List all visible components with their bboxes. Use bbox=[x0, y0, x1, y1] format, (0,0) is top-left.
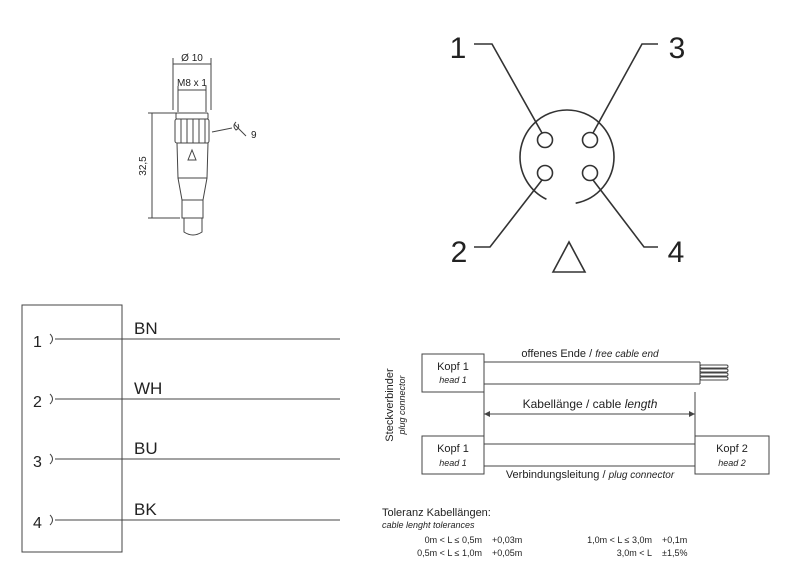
head1-en-label: head 1 bbox=[439, 458, 467, 468]
head1-en-label: head 1 bbox=[439, 375, 467, 385]
pinout-label-3: 3 bbox=[669, 32, 686, 65]
wire-pin-label: 3 bbox=[33, 454, 42, 471]
wire-color-label: BN bbox=[134, 319, 158, 338]
free-wire-ends bbox=[699, 364, 729, 381]
head1-de-label: Kopf 1 bbox=[437, 361, 469, 373]
wrench-leader bbox=[211, 127, 233, 133]
wire-pin-label: 4 bbox=[33, 515, 42, 532]
free-end-label: offenes Ende / free cable end bbox=[521, 348, 659, 360]
head1-de-label: Kopf 1 bbox=[437, 443, 469, 455]
wrench-size-label: 9 bbox=[251, 130, 257, 141]
wire-row-3: 3 BU bbox=[33, 439, 340, 471]
tolerance-value: +0,05m bbox=[492, 548, 522, 558]
dim-thread-label: M8 x 1 bbox=[177, 78, 207, 89]
wrench-icon bbox=[233, 121, 247, 137]
coding-triangle-icon bbox=[551, 240, 587, 273]
wire-color-label: WH bbox=[134, 379, 162, 398]
wire-row-1: 1 BN bbox=[33, 319, 340, 351]
connector-side-view: Ø 10 M8 x 1 32,5 9 bbox=[138, 53, 257, 236]
pinout-label-1: 1 bbox=[450, 32, 467, 65]
pinout-label-2: 2 bbox=[451, 236, 468, 269]
head2-en-label: head 2 bbox=[718, 458, 746, 468]
pinout-label-4: 4 bbox=[668, 236, 685, 269]
head2-box bbox=[694, 435, 770, 475]
wire-row-4: 4 BK bbox=[33, 500, 340, 532]
wiring-box bbox=[21, 304, 123, 553]
plug-connector-de-label: Steckverbinder bbox=[384, 368, 396, 442]
dim-length-label: 32,5 bbox=[138, 156, 149, 176]
head1-box-bottom bbox=[421, 435, 485, 475]
wire-row-2: 2 WH bbox=[33, 379, 340, 411]
tolerance-table: Toleranz Kabellängen: cable lenght toler… bbox=[382, 507, 687, 558]
tolerance-range: 3,0m < L bbox=[617, 548, 652, 558]
head2-de-label: Kopf 2 bbox=[716, 443, 748, 455]
pin-1-contact bbox=[536, 131, 554, 149]
tolerance-range: 0m < L ≤ 0,5m bbox=[425, 535, 482, 545]
wire-color-label: BU bbox=[134, 439, 158, 458]
head1-box-top bbox=[421, 353, 485, 393]
tolerance-range: 0,5m < L ≤ 1,0m bbox=[417, 548, 482, 558]
wiring-diagram: 1 BN 2 WH 3 BU 4 BK bbox=[21, 304, 340, 553]
tolerance-value: +0,03m bbox=[492, 535, 522, 545]
tolerance-value: +0,1m bbox=[662, 535, 687, 545]
tolerance-value: ±1,5% bbox=[662, 548, 687, 558]
pin-4-contact bbox=[581, 164, 599, 182]
tolerance-row: 0,5m < L ≤ 1,0m +0,05m 3,0m < L ±1,5% bbox=[417, 548, 687, 558]
tolerance-row: 0m < L ≤ 0,5m +0,03m 1,0m < L ≤ 3,0m +0,… bbox=[425, 535, 688, 545]
wire-color-label: BK bbox=[134, 500, 157, 519]
tolerance-range: 1,0m < L ≤ 3,0m bbox=[587, 535, 652, 545]
dim-diameter-label: Ø 10 bbox=[181, 53, 203, 64]
tolerance-title-en: cable lenght tolerances bbox=[382, 520, 475, 530]
cable-diagram: Steckverbinder plug connector Kopf 1 hea… bbox=[384, 348, 770, 481]
pinout-face-view: 1 2 3 4 bbox=[450, 32, 686, 273]
wire-pin-label: 1 bbox=[33, 334, 42, 351]
cable-length-label: Kabellänge / cable length bbox=[523, 397, 658, 411]
plug-connector-en-label: plug connector bbox=[397, 374, 407, 435]
pin-2-contact bbox=[536, 164, 554, 182]
connection-cable-label: Verbindungsleitung / plug connector bbox=[506, 469, 675, 481]
tolerance-title-de: Toleranz Kabellängen: bbox=[382, 507, 491, 519]
pin-3-contact bbox=[581, 131, 599, 149]
wire-pin-label: 2 bbox=[33, 394, 42, 411]
